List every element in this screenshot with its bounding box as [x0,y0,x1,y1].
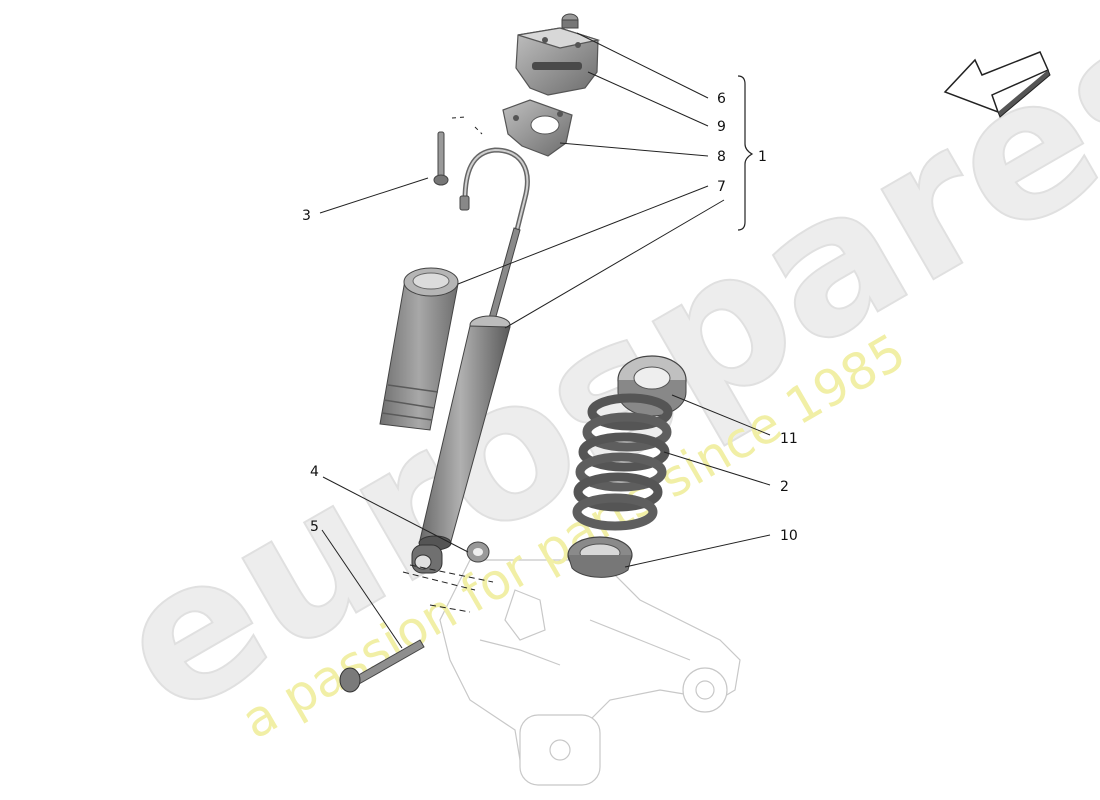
callout-9: 9 [717,119,726,135]
callout-2: 2 [780,479,789,495]
callout-4: 4 [310,464,319,480]
nut-6 [561,13,579,29]
coil-spring-2 [572,393,673,531]
spring-seat-11 [617,355,687,417]
callout-10: 10 [780,528,798,544]
dust-boot [379,267,459,431]
upper-mount-9 [515,27,601,96]
direction-arrow-icon [943,51,1051,118]
bolt-3 [433,131,449,186]
callout-8: 8 [717,149,726,165]
callout-labels: 6 9 8 7 1 3 11 2 4 5 10 [302,91,798,544]
callout-1: 1 [758,149,767,165]
callout-11: 11 [780,431,798,447]
callout-5: 5 [310,519,319,535]
callout-6: 6 [717,91,726,107]
callout-7: 7 [717,179,726,195]
group-bracket [737,75,754,231]
leader-lines [319,32,771,649]
washer-4 [466,541,490,563]
rear-subframe [439,559,741,786]
bolt-5 [339,639,425,693]
spring-seat-10 [567,536,633,578]
mount-plate-8 [502,99,573,157]
callout-3: 3 [302,208,311,224]
shock-absorber [411,227,521,574]
